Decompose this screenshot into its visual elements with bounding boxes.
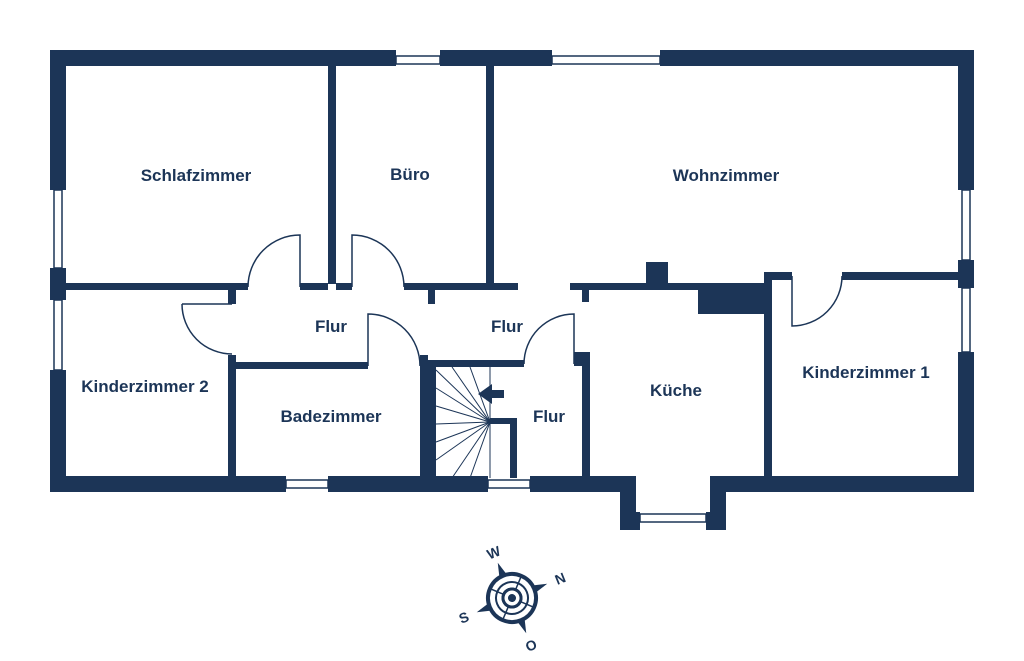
door-schlafzimmer bbox=[247, 234, 301, 288]
arrow-left-icon bbox=[478, 384, 504, 404]
doors bbox=[181, 234, 843, 367]
door-kinderzimmer2 bbox=[181, 303, 233, 355]
label-kinderzimmer2: Kinderzimmer 2 bbox=[81, 377, 209, 396]
walls bbox=[50, 50, 974, 530]
door-badezimmer bbox=[367, 313, 421, 367]
label-buero: Büro bbox=[390, 165, 430, 184]
label-badezimmer: Badezimmer bbox=[280, 407, 381, 426]
room-labels: Schlafzimmer Büro Wohnzimmer Flur Flur F… bbox=[81, 165, 930, 426]
staircase bbox=[435, 366, 491, 479]
compass-north: N bbox=[553, 569, 568, 588]
window-right-wohnzimmer bbox=[961, 189, 971, 261]
door-flur-stair bbox=[523, 313, 575, 365]
compass-rose-icon: W N S O bbox=[456, 542, 568, 655]
compass-west: W bbox=[485, 542, 504, 562]
door-buero bbox=[351, 234, 405, 288]
door-kinderzimmer1 bbox=[791, 275, 843, 327]
compass-east: O bbox=[523, 636, 539, 655]
label-schlafzimmer: Schlafzimmer bbox=[141, 166, 252, 185]
window-left-kinderzimmer2 bbox=[53, 299, 63, 371]
window-top-buero bbox=[395, 55, 441, 65]
label-flur-center: Flur bbox=[491, 317, 523, 336]
label-flur-stair: Flur bbox=[533, 407, 565, 426]
windows bbox=[53, 55, 971, 523]
window-right-kinderzimmer1 bbox=[961, 287, 971, 353]
label-wohnzimmer: Wohnzimmer bbox=[673, 166, 780, 185]
window-bottom-stair bbox=[487, 479, 531, 489]
compass-south: S bbox=[456, 608, 471, 626]
window-bottom-kueche bbox=[639, 513, 707, 523]
label-kueche: Küche bbox=[650, 381, 702, 400]
window-bottom-bad bbox=[285, 479, 329, 489]
window-top-wohnzimmer bbox=[551, 55, 661, 65]
label-kinderzimmer1: Kinderzimmer 1 bbox=[802, 363, 930, 382]
label-flur-west: Flur bbox=[315, 317, 347, 336]
window-left-schlafzimmer bbox=[53, 189, 63, 269]
